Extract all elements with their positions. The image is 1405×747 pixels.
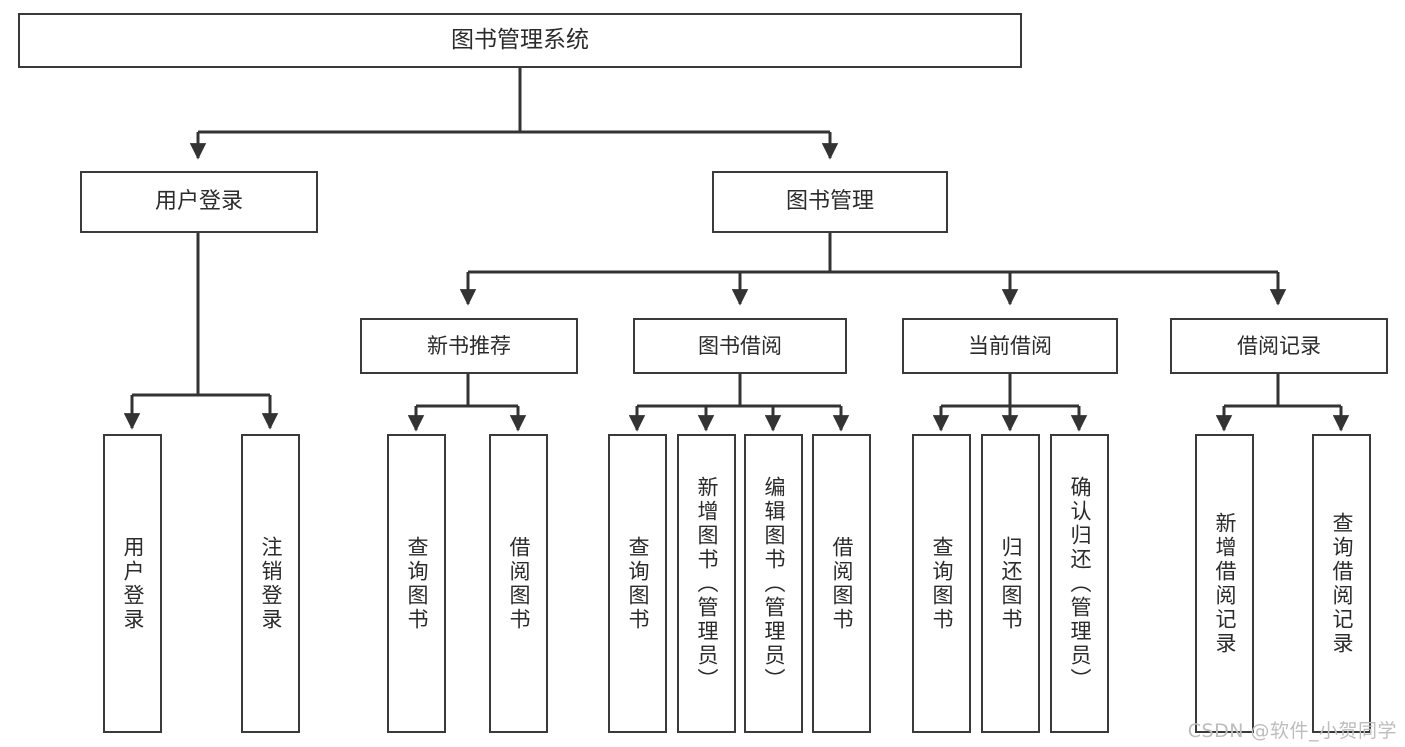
leaf-new-book-query-book[interactable]: 查询图书 xyxy=(387,434,446,733)
node-label: 注销登录 xyxy=(259,535,283,632)
leaf-current-borrow-return-book[interactable]: 归还图书 xyxy=(981,434,1040,733)
leaf-borrow-record-query-record[interactable]: 查询借阅记录 xyxy=(1312,434,1371,733)
node-label: 新书推荐 xyxy=(427,333,511,358)
node-label: 图书借阅 xyxy=(698,333,782,358)
node-label: 用户登录 xyxy=(121,535,145,632)
watermark-text: CSDN @软件_小贺同学 xyxy=(1187,720,1397,742)
node-label: 图书管理系统 xyxy=(451,26,589,53)
node-label: 查询图书 xyxy=(930,535,954,632)
node-user-login[interactable]: 用户登录 xyxy=(80,171,318,233)
node-label: 查询图书 xyxy=(626,535,650,632)
node-label: 借阅记录 xyxy=(1237,333,1321,358)
node-label: 借阅图书 xyxy=(507,535,531,632)
node-label: 图书管理 xyxy=(785,189,874,215)
node-label: 确认归还（管理员） xyxy=(1068,475,1092,692)
leaf-book-borrow-query-book[interactable]: 查询图书 xyxy=(608,434,667,733)
node-label: 新增图书（管理员） xyxy=(695,475,719,692)
node-label: 借阅图书 xyxy=(830,535,854,632)
node-current-borrow[interactable]: 当前借阅 xyxy=(902,318,1118,374)
leaf-book-borrow-add-book-admin[interactable]: 新增图书（管理员） xyxy=(677,434,736,733)
node-label: 新增借阅记录 xyxy=(1213,511,1237,656)
node-book-borrow[interactable]: 图书借阅 xyxy=(633,318,847,374)
node-book-management[interactable]: 图书管理 xyxy=(712,171,948,233)
leaf-user-login-logout[interactable]: 注销登录 xyxy=(241,434,300,733)
leaf-book-borrow-borrow-book[interactable]: 借阅图书 xyxy=(812,434,871,733)
node-label: 归还图书 xyxy=(999,535,1023,632)
node-label: 编辑图书（管理员） xyxy=(762,475,786,692)
leaf-borrow-record-add-record[interactable]: 新增借阅记录 xyxy=(1195,434,1254,733)
node-label: 查询图书 xyxy=(405,535,429,632)
leaf-new-book-borrow-book[interactable]: 借阅图书 xyxy=(489,434,548,733)
node-label: 用户登录 xyxy=(154,189,243,215)
node-root-book-management-system[interactable]: 图书管理系统 xyxy=(18,13,1022,68)
node-new-book-recommend[interactable]: 新书推荐 xyxy=(360,318,578,374)
node-borrow-record[interactable]: 借阅记录 xyxy=(1170,318,1388,374)
node-label: 查询借阅记录 xyxy=(1330,511,1354,656)
leaf-current-borrow-query-book[interactable]: 查询图书 xyxy=(912,434,971,733)
leaf-book-borrow-edit-book-admin[interactable]: 编辑图书（管理员） xyxy=(744,434,803,733)
leaf-user-login-login[interactable]: 用户登录 xyxy=(103,434,162,733)
node-label: 当前借阅 xyxy=(968,333,1052,358)
leaf-current-borrow-confirm-return-admin[interactable]: 确认归还（管理员） xyxy=(1050,434,1109,733)
